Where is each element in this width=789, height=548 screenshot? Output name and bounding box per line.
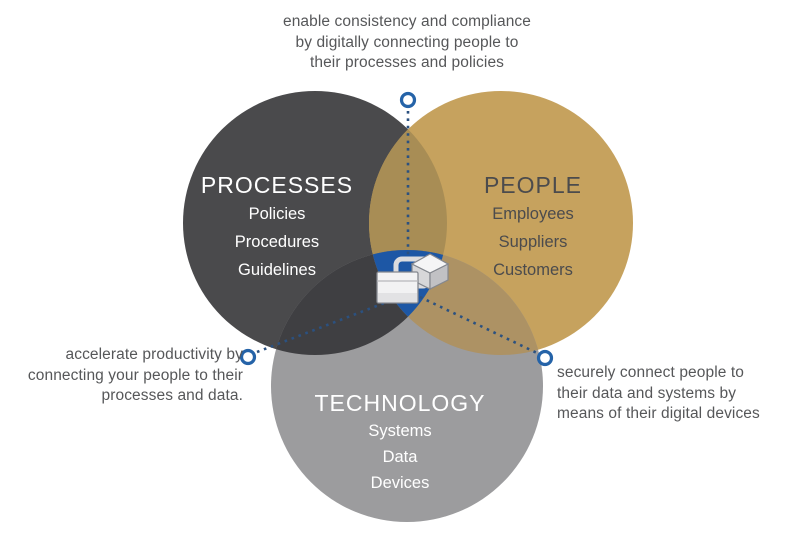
top-annotation-line: enable consistency and compliance <box>282 13 531 30</box>
processes-item: Procedures <box>234 233 320 251</box>
left-marker-icon <box>239 348 257 366</box>
left-annotation: accelerate productivity by connecting yo… <box>5 345 243 407</box>
stacked-boxes-icon <box>376 253 450 304</box>
technology-label-block: TECHNOLOGY Systems Data Devices <box>290 388 510 496</box>
technology-item: Devices <box>370 474 430 492</box>
left-annotation-line: processes and data. <box>101 387 243 404</box>
processes-label-block: PROCESSES Policies Procedures Guidelines <box>167 170 387 284</box>
processes-title: PROCESSES <box>200 172 354 198</box>
technology-item: Systems <box>368 422 432 440</box>
people-item: Customers <box>493 261 573 279</box>
technology-title: TECHNOLOGY <box>314 390 486 416</box>
top-annotation-line: their processes and policies <box>309 54 505 71</box>
left-annotation-line: accelerate productivity by <box>65 346 243 363</box>
processes-item: Policies <box>248 205 306 223</box>
right-annotation: securely connect people to their data an… <box>557 363 777 425</box>
people-technology-overlap <box>369 250 543 355</box>
left-connector-line <box>256 295 401 354</box>
people-label-block: PEOPLE Employees Suppliers Customers <box>423 170 643 284</box>
right-marker-icon <box>536 349 554 367</box>
people-item: Suppliers <box>498 233 568 251</box>
top-annotation: enable consistency and compliance by dig… <box>246 12 568 74</box>
connector-markers <box>239 91 554 367</box>
processes-item: Guidelines <box>238 261 316 279</box>
technology-item: Data <box>382 448 418 466</box>
top-annotation-line: by digitally connecting people to <box>295 33 519 51</box>
right-annotation-line: securely connect people to <box>557 364 744 381</box>
processes-technology-overlap <box>271 250 447 355</box>
people-title: PEOPLE <box>483 172 583 198</box>
people-item: Employees <box>492 205 574 223</box>
right-annotation-line: means of their digital devices <box>557 405 760 422</box>
connector-lines <box>256 111 538 355</box>
left-annotation-line: connecting your people to their <box>27 366 243 384</box>
top-marker-icon <box>399 91 417 109</box>
right-annotation-line: their data and systems by <box>557 384 737 402</box>
